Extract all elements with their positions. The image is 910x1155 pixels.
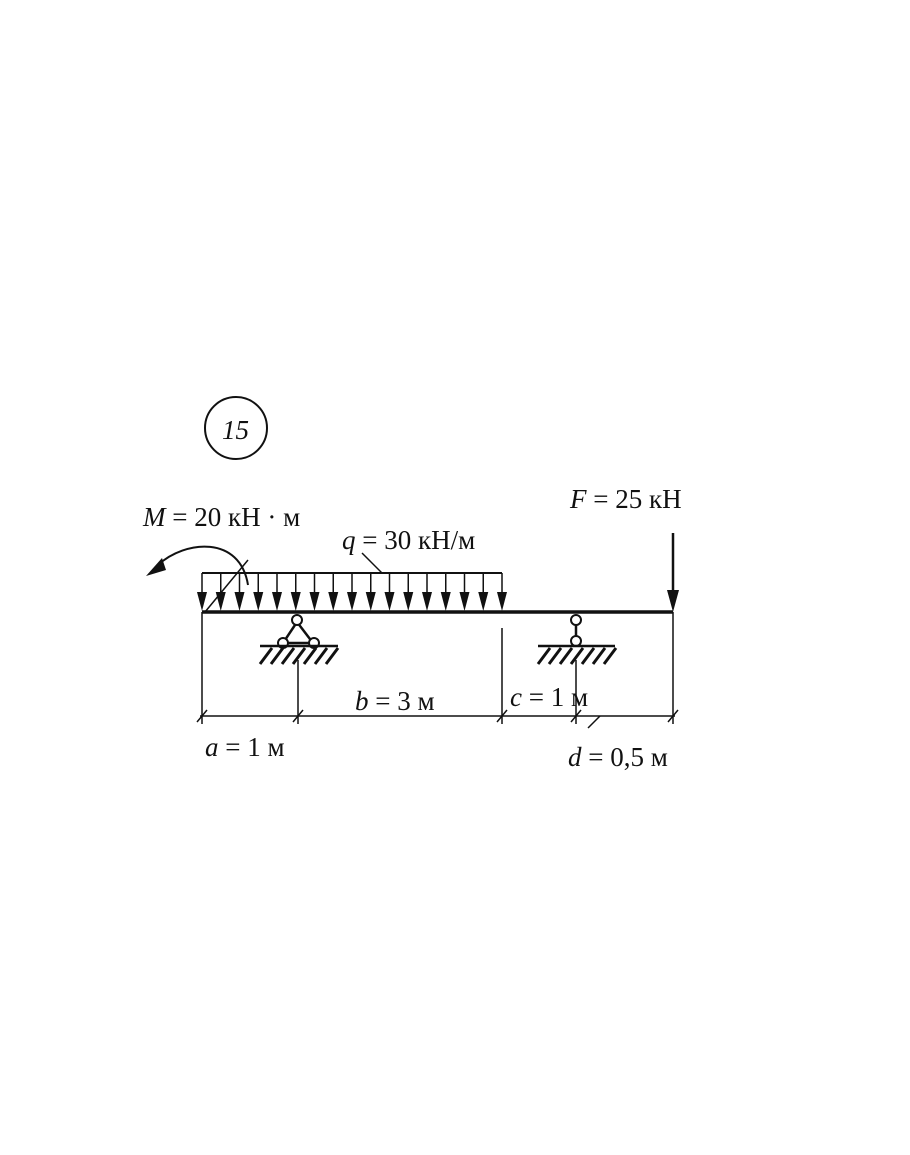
load-arrow-head bbox=[253, 592, 264, 611]
ground-hatch bbox=[558, 647, 574, 665]
ground-hatch bbox=[258, 647, 274, 665]
ground-hatch bbox=[580, 647, 596, 665]
dimension-tick bbox=[292, 709, 304, 723]
load-arrow-head bbox=[309, 592, 320, 611]
moment-arrow bbox=[146, 545, 249, 613]
load-arrow-head bbox=[497, 592, 507, 611]
dimension-tick bbox=[570, 709, 582, 723]
dimension-c-label: c = 1 м bbox=[510, 682, 588, 712]
load-arrow-head bbox=[290, 592, 301, 611]
q-leader-line bbox=[361, 552, 383, 574]
force-label: F = 25 кН bbox=[569, 484, 682, 514]
load-arrow-head bbox=[403, 592, 414, 611]
load-arrow-head bbox=[384, 592, 395, 611]
force-arrow bbox=[667, 533, 679, 612]
load-arrow-head bbox=[328, 592, 339, 611]
load-arrow-head bbox=[440, 592, 451, 611]
distributed-load-label: q = 30 кН/м bbox=[342, 525, 475, 555]
dimension-lines bbox=[196, 612, 679, 729]
load-arrow-head bbox=[422, 592, 432, 611]
ground-hatch bbox=[291, 647, 307, 665]
dimension-b-label: b = 3 м bbox=[355, 686, 435, 716]
ground-hatch bbox=[569, 647, 585, 665]
moment-label: M = 20 кН · м bbox=[142, 502, 300, 532]
load-arrow-head bbox=[478, 592, 489, 611]
load-arrow-head bbox=[272, 592, 282, 611]
distributed-load bbox=[197, 572, 507, 611]
load-arrow-head bbox=[197, 592, 207, 611]
ground-hatch bbox=[280, 647, 296, 665]
load-arrow-head bbox=[365, 592, 376, 611]
ground-hatch bbox=[269, 647, 285, 665]
ground-hatch bbox=[302, 647, 318, 665]
load-arrow-head bbox=[234, 592, 245, 611]
dimension-tick bbox=[496, 709, 508, 723]
load-arrow-head bbox=[215, 592, 226, 611]
ground-hatch bbox=[547, 647, 563, 665]
pinned-support bbox=[258, 614, 340, 665]
load-arrow-head bbox=[347, 592, 357, 611]
load-arrow-head bbox=[459, 592, 470, 611]
roller-support bbox=[536, 614, 618, 665]
ground-hatch bbox=[602, 647, 618, 665]
dimension-d-label: d = 0,5 м bbox=[568, 742, 668, 772]
problem-number: 15 bbox=[222, 415, 249, 445]
ground-hatch bbox=[536, 647, 552, 665]
dimension-tick bbox=[196, 709, 208, 723]
ground-hatch bbox=[313, 647, 329, 665]
dimension-a-label: a = 1 м bbox=[205, 732, 285, 762]
problem-number-badge: 15 bbox=[204, 396, 268, 460]
dimension-tick bbox=[667, 709, 679, 723]
ground-hatch bbox=[591, 647, 607, 665]
ground-hatch bbox=[324, 647, 340, 665]
